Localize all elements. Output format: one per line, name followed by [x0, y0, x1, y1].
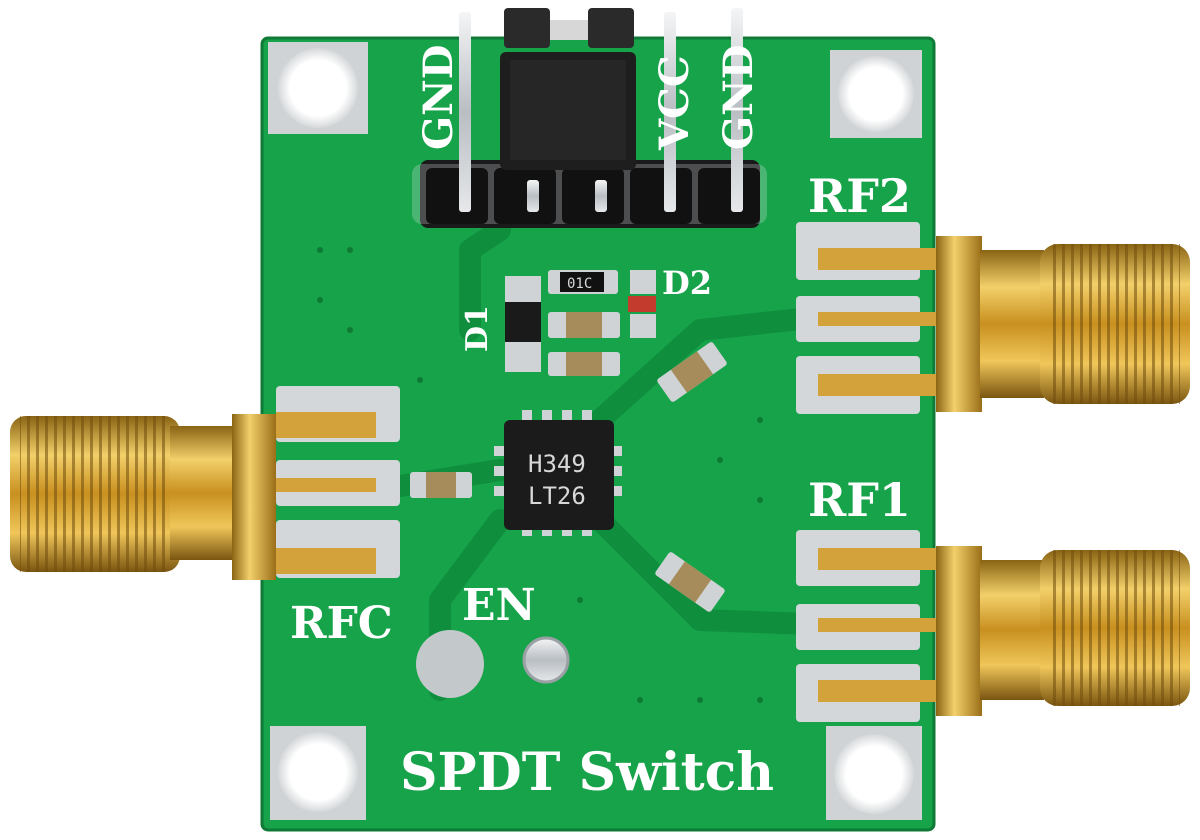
- label-en: EN: [462, 580, 536, 631]
- mounting-hole-icon: [826, 726, 922, 820]
- sma-connector-icon: [818, 546, 1190, 716]
- board-title: SPDT Switch: [400, 742, 774, 803]
- sma-connector-icon: [10, 412, 376, 580]
- en-pad: [522, 636, 570, 684]
- pin-label-vcc: VCC: [651, 55, 698, 151]
- pin-label-gnd-2: GND: [715, 45, 762, 150]
- label-d2: D2: [662, 264, 712, 302]
- en-ground-pad: [416, 630, 484, 698]
- resistor-01c: 01C: [548, 270, 618, 294]
- resistor-code: 01C: [567, 276, 592, 292]
- pin-header-icon: [412, 8, 767, 228]
- capacitor: [410, 472, 472, 498]
- mounting-hole-icon: [270, 726, 366, 820]
- mounting-hole-icon: [268, 42, 368, 134]
- chip-marking-line2: LT26: [528, 482, 586, 510]
- mounting-hole-icon: [830, 50, 922, 138]
- pin-label-gnd-1: GND: [415, 45, 462, 150]
- label-rf2: RF2: [808, 169, 911, 223]
- diode-d1: [505, 276, 541, 372]
- label-rf1: RF1: [808, 473, 911, 527]
- sma-connector-icon: [818, 236, 1190, 412]
- diode-d2: [628, 270, 656, 338]
- jumper-icon: [500, 8, 636, 170]
- ic-chip-icon: H349 LT26: [494, 410, 622, 536]
- capacitor: [657, 342, 727, 402]
- label-d1: D1: [460, 305, 495, 352]
- chip-marking-line1: H349: [528, 450, 586, 478]
- vias: [317, 247, 763, 703]
- capacitor: [548, 312, 620, 338]
- capacitor: [655, 552, 725, 612]
- label-rfc: RFC: [290, 598, 393, 649]
- capacitor: [548, 352, 620, 376]
